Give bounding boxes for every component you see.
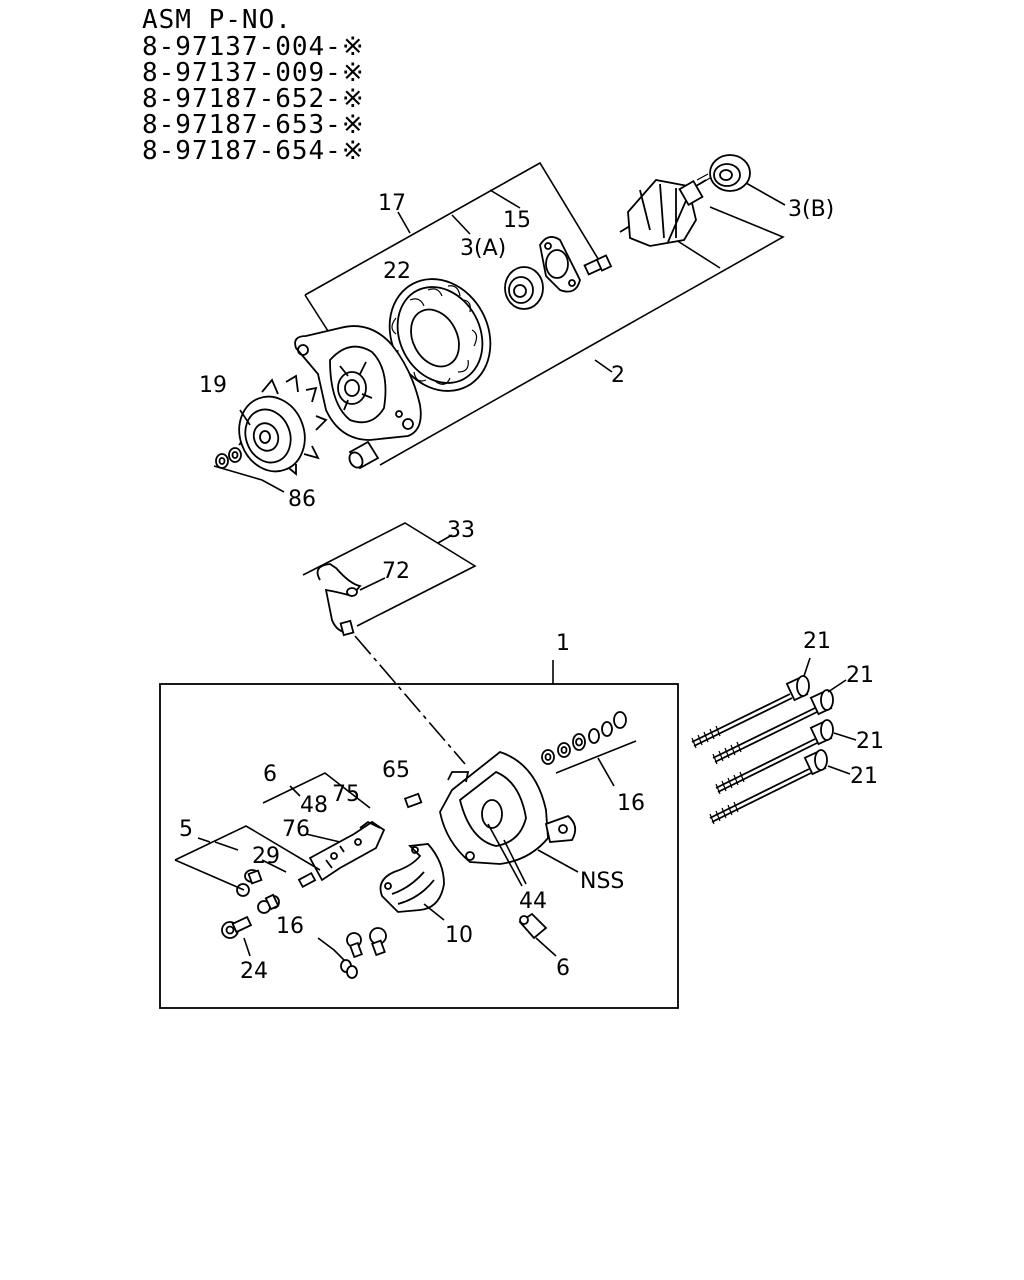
callout-44: 44 (519, 889, 547, 914)
callout-labels: 17 15 3(A) 3(B) 22 2 19 86 33 72 1 21 21… (179, 191, 884, 984)
pulley-fan-19 (238, 374, 328, 476)
callout-nss: NSS (580, 869, 624, 894)
nut-washer-set-16 (541, 711, 637, 787)
through-bolt-1 (691, 675, 810, 749)
through-bolts-21 (691, 657, 857, 825)
callout-3b: 3(B) (788, 197, 834, 222)
callout-17: 17 (378, 191, 406, 216)
stator-22 (388, 278, 492, 392)
callout-6-top: 6 (263, 762, 277, 787)
callout-21-d: 21 (850, 764, 878, 789)
harness-33 (302, 522, 477, 765)
callout-24: 24 (240, 959, 268, 984)
callout-2: 2 (611, 363, 625, 388)
callout-86: 86 (288, 487, 316, 512)
part-number-2: 8-97137-009-※ (142, 58, 365, 88)
callout-1: 1 (556, 631, 570, 656)
part-number-1: 8-97137-004-※ (142, 32, 365, 62)
through-bolt-4 (709, 749, 828, 825)
rear-assembly-box (159, 660, 679, 1009)
callout-48: 48 (300, 793, 328, 818)
connector-6 (518, 912, 548, 940)
bracket-2 (379, 206, 785, 466)
front-housing (294, 325, 422, 441)
part-number-5: 8-97187-654-※ (142, 136, 365, 166)
header-title: ASM P-NO. (142, 5, 292, 35)
bolt-24 (221, 915, 253, 939)
rear-housing (439, 750, 577, 865)
rotor (619, 173, 711, 247)
callout-22: 22 (383, 259, 411, 284)
callout-33: 33 (447, 518, 475, 543)
retainer-plate-15 (539, 236, 581, 293)
part-number-4: 8-97187-653-※ (142, 110, 365, 140)
callout-16-top: 16 (617, 791, 645, 816)
rectifier-10 (379, 843, 445, 913)
screws-5-29 (236, 869, 280, 914)
brush-holder (297, 820, 386, 889)
callout-15: 15 (503, 208, 531, 233)
collar (348, 440, 380, 470)
callout-10: 10 (445, 923, 473, 948)
callout-5: 5 (179, 817, 193, 842)
through-bolt-3 (715, 719, 834, 795)
brush-spring-65 (403, 792, 423, 809)
bracket-17 (304, 161, 601, 296)
callout-6-bottom: 6 (556, 956, 570, 981)
upper-assembly (213, 154, 786, 493)
part-number-3: 8-97187-652-※ (142, 84, 365, 114)
callout-75: 75 (332, 782, 360, 807)
callout-29: 29 (252, 844, 280, 869)
bearing-3a (504, 266, 544, 310)
callout-16-bottom: 16 (276, 914, 304, 939)
callout-65: 65 (382, 758, 410, 783)
callout-21-a: 21 (803, 629, 831, 654)
callout-19: 19 (199, 373, 227, 398)
bolt-pair-16 (340, 927, 387, 979)
callout-72: 72 (382, 559, 410, 584)
bearing-3b (709, 154, 751, 192)
through-bolt-2 (712, 689, 834, 765)
callout-21-b: 21 (846, 663, 874, 688)
callout-21-c: 21 (856, 729, 884, 754)
nut-washer-86 (213, 447, 285, 493)
callout-3a: 3(A) (460, 236, 506, 261)
callout-76: 76 (282, 817, 310, 842)
small-bolt (583, 254, 613, 276)
